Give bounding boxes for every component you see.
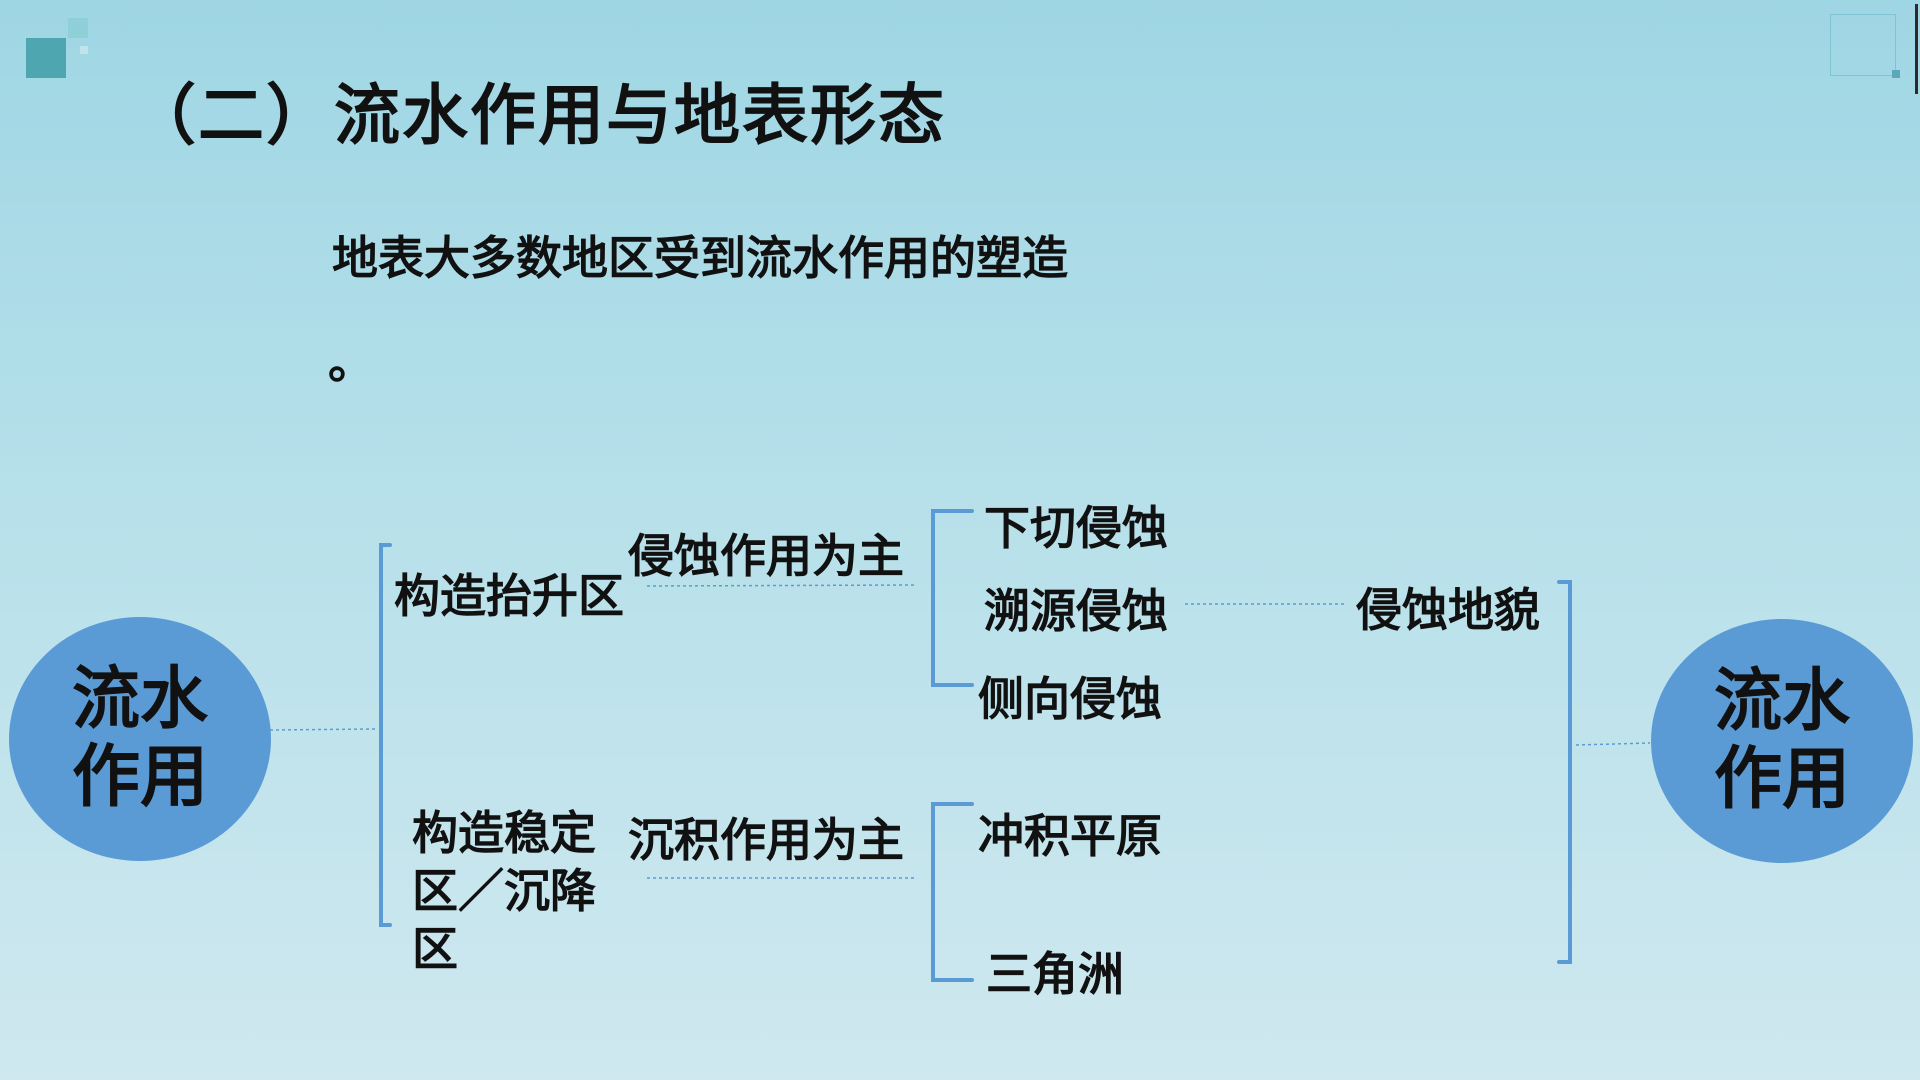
circle-right-line1: 流水 (1713, 662, 1850, 741)
deposition-bracket (931, 802, 974, 982)
water-action-circle-left: 流水 作用 (9, 617, 271, 861)
decorative-square-large (26, 38, 66, 78)
circle-left-line1: 流水 (71, 660, 208, 739)
decorative-square-tiny (80, 46, 88, 54)
label-erosion-landform: 侵蚀地貌 (1356, 583, 1540, 637)
label-erosion-type-1: 下切侵蚀 (984, 501, 1168, 555)
edge-line (1915, 4, 1918, 94)
slide-title: （二）流水作用与地表形态 (130, 77, 946, 154)
circle-left-line2: 作用 (71, 738, 208, 817)
label-erosion-main: 侵蚀作用为主 (628, 529, 904, 583)
erosion-bracket (931, 509, 974, 687)
label-deposition-type-1: 冲积平原 (978, 809, 1162, 863)
dotted-right-circle (1575, 742, 1651, 746)
circle-right-line2: 作用 (1713, 740, 1850, 819)
label-deposition-type-2: 三角洲 (986, 947, 1124, 1001)
dotted-left-circle (269, 728, 376, 731)
right-bracket (1557, 580, 1572, 964)
label-uplift-zone: 构造抬升区 (394, 569, 624, 623)
decorative-dot (1892, 70, 1900, 78)
intro-period: 。 (328, 335, 374, 389)
dotted-erosion (646, 584, 916, 587)
decorative-square-small (68, 18, 88, 38)
label-deposition-main: 沉积作用为主 (628, 813, 904, 867)
water-action-circle-right: 流水 作用 (1651, 619, 1913, 863)
label-stable-zone: 构造稳定区／沉降区 (412, 806, 596, 976)
decorative-frame (1830, 14, 1896, 76)
main-bracket (379, 543, 392, 927)
label-erosion-type-2: 溯源侵蚀 (984, 584, 1168, 638)
intro-text: 地表大多数地区受到流水作用的塑造 (332, 231, 1068, 285)
label-erosion-type-3: 侧向侵蚀 (978, 672, 1162, 726)
